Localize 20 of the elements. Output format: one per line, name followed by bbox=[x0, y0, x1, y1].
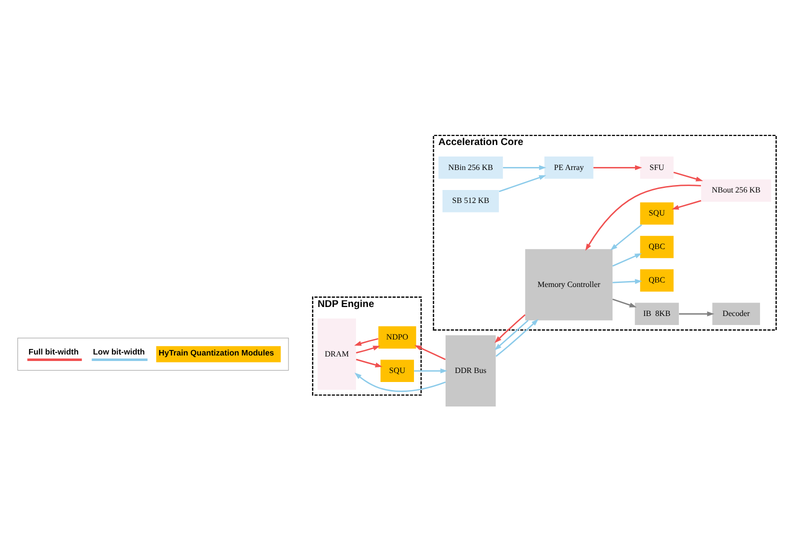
arrow bbox=[494, 319, 529, 350]
arrow bbox=[612, 252, 642, 266]
arrow bbox=[610, 224, 642, 250]
arrow bbox=[494, 314, 526, 342]
arrow bbox=[585, 184, 701, 250]
arrow bbox=[356, 345, 380, 353]
arrow bbox=[679, 310, 714, 316]
arrow bbox=[354, 338, 378, 346]
arrow bbox=[612, 278, 642, 284]
arrow bbox=[496, 318, 538, 356]
arrow bbox=[356, 358, 382, 367]
arrow bbox=[673, 171, 704, 181]
arrow bbox=[593, 164, 642, 170]
arrow bbox=[414, 368, 448, 373]
arrow bbox=[672, 200, 702, 210]
arrow bbox=[612, 298, 637, 307]
arrow bbox=[498, 174, 546, 192]
arrow bbox=[354, 372, 446, 392]
arrow bbox=[414, 344, 446, 360]
arrow bbox=[503, 164, 546, 170]
